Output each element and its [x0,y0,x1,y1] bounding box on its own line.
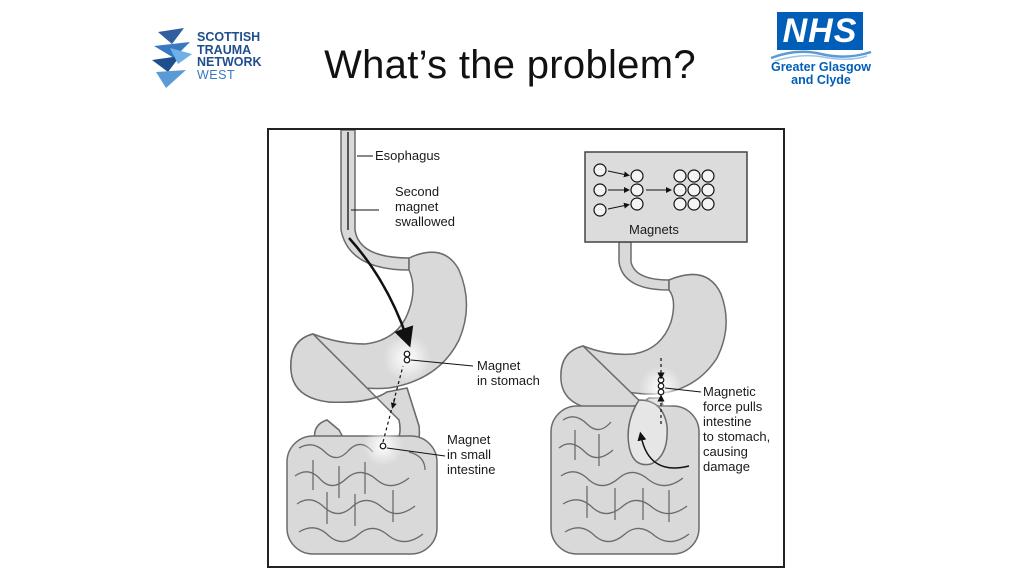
stn-line-3: NETWORK [197,55,262,69]
nhs-org-name: Greater Glasgow and Clyde [765,61,877,87]
inset-grid-1 [673,169,687,183]
right-panel: Magnets Magnetic force pulls intestine t… [550,151,770,555]
inset-grid-7 [673,197,687,211]
label-second-magnet-2: magnet [395,199,439,214]
magnet-cluster-c [657,388,665,396]
label-magnetic-force-2: force pulls [703,399,763,414]
magnet-stomach-a [403,350,411,358]
nhs-org-line-2: and Clyde [791,73,851,87]
magnets-inset: Magnets [584,151,748,243]
inset-grid-9 [701,197,715,211]
inset-chain-1 [630,169,644,183]
attraction-arrow-left [390,397,397,409]
inset-magnet-3 [593,203,607,217]
stn-line-2: TRAUMA [197,42,252,57]
callout-magnet-stomach [410,359,474,367]
intestine-folds-right [558,416,690,543]
inset-grid-8 [687,197,701,211]
esophagus-right [618,241,670,291]
pulled-intestine [627,399,668,466]
label-magnetic-force-5: causing [703,444,748,459]
small-intestine-left [286,435,438,555]
label-magnet-intestine-3: intestine [447,462,495,477]
label-magnet-intestine-1: Magnet [447,432,491,447]
inset-chain-2 [630,183,644,197]
label-second-magnet-1: Second [395,184,439,199]
label-magnets: Magnets [629,222,679,237]
callout-magnet-intestine [386,447,446,457]
slide-title: What’s the problem? [324,43,696,87]
pull-curve-arrow [637,431,690,469]
magnet-intestine [379,442,387,450]
label-magnetic-force-4: to stomach, [703,429,770,444]
inset-box [584,151,748,243]
nhs-badge: NHS [777,12,863,50]
inset-magnet-1 [593,163,607,177]
left-panel: Esophagus Second magnet swallowed Magnet… [286,130,540,555]
inset-grid-2 [687,169,701,183]
nhs-org-line-1: Greater Glasgow [770,60,872,74]
attraction-dashed-line [382,365,404,443]
magnet-ingestion-illustration: Esophagus Second magnet swallowed Magnet… [267,128,785,568]
inset-grid-5 [687,183,701,197]
label-magnet-stomach-2: in stomach [477,373,540,388]
stn-line-1: SCOTTISH [197,30,261,44]
digestive-tract-figure: Esophagus Second magnet swallowed Magnet… [286,130,770,555]
label-magnet-stomach-1: Magnet [477,358,521,373]
callout-magnetic-force [664,387,702,393]
label-esophagus: Esophagus [375,148,441,163]
label-magnetic-force-6: damage [703,459,750,474]
stn-line-4: WEST [197,67,236,82]
inset-grid-3 [701,169,715,183]
stn-wordmark: SCOTTISH TRAUMA NETWORK WEST [197,31,262,81]
swallow-arrow [348,237,414,348]
small-intestine-right [550,405,700,555]
inset-grid-6 [701,183,715,197]
inset-arrow-1 [607,170,630,178]
inset-chain-3 [630,197,644,211]
scottish-trauma-network-logo: SCOTTISH TRAUMA NETWORK WEST [150,26,275,92]
stn-shard-icon [152,28,192,88]
nhs-ggc-logo: NHS Greater Glasgow and Clyde [765,10,877,94]
magnet-stomach-b [403,356,411,364]
inset-arrow-3 [607,202,630,210]
label-magnetic-force-3: intestine [703,414,751,429]
label-magnetic-force-1: Magnetic [703,384,756,399]
magnet-cluster-a [657,376,665,384]
inset-magnet-2 [593,183,607,197]
nhs-swoosh-icon [770,50,872,62]
magnet-cluster-b [657,382,665,390]
label-second-magnet-3: swallowed [395,214,455,229]
label-magnet-intestine-2: in small [447,447,491,462]
intestine-folds-left [294,443,426,543]
inset-grid-4 [673,183,687,197]
